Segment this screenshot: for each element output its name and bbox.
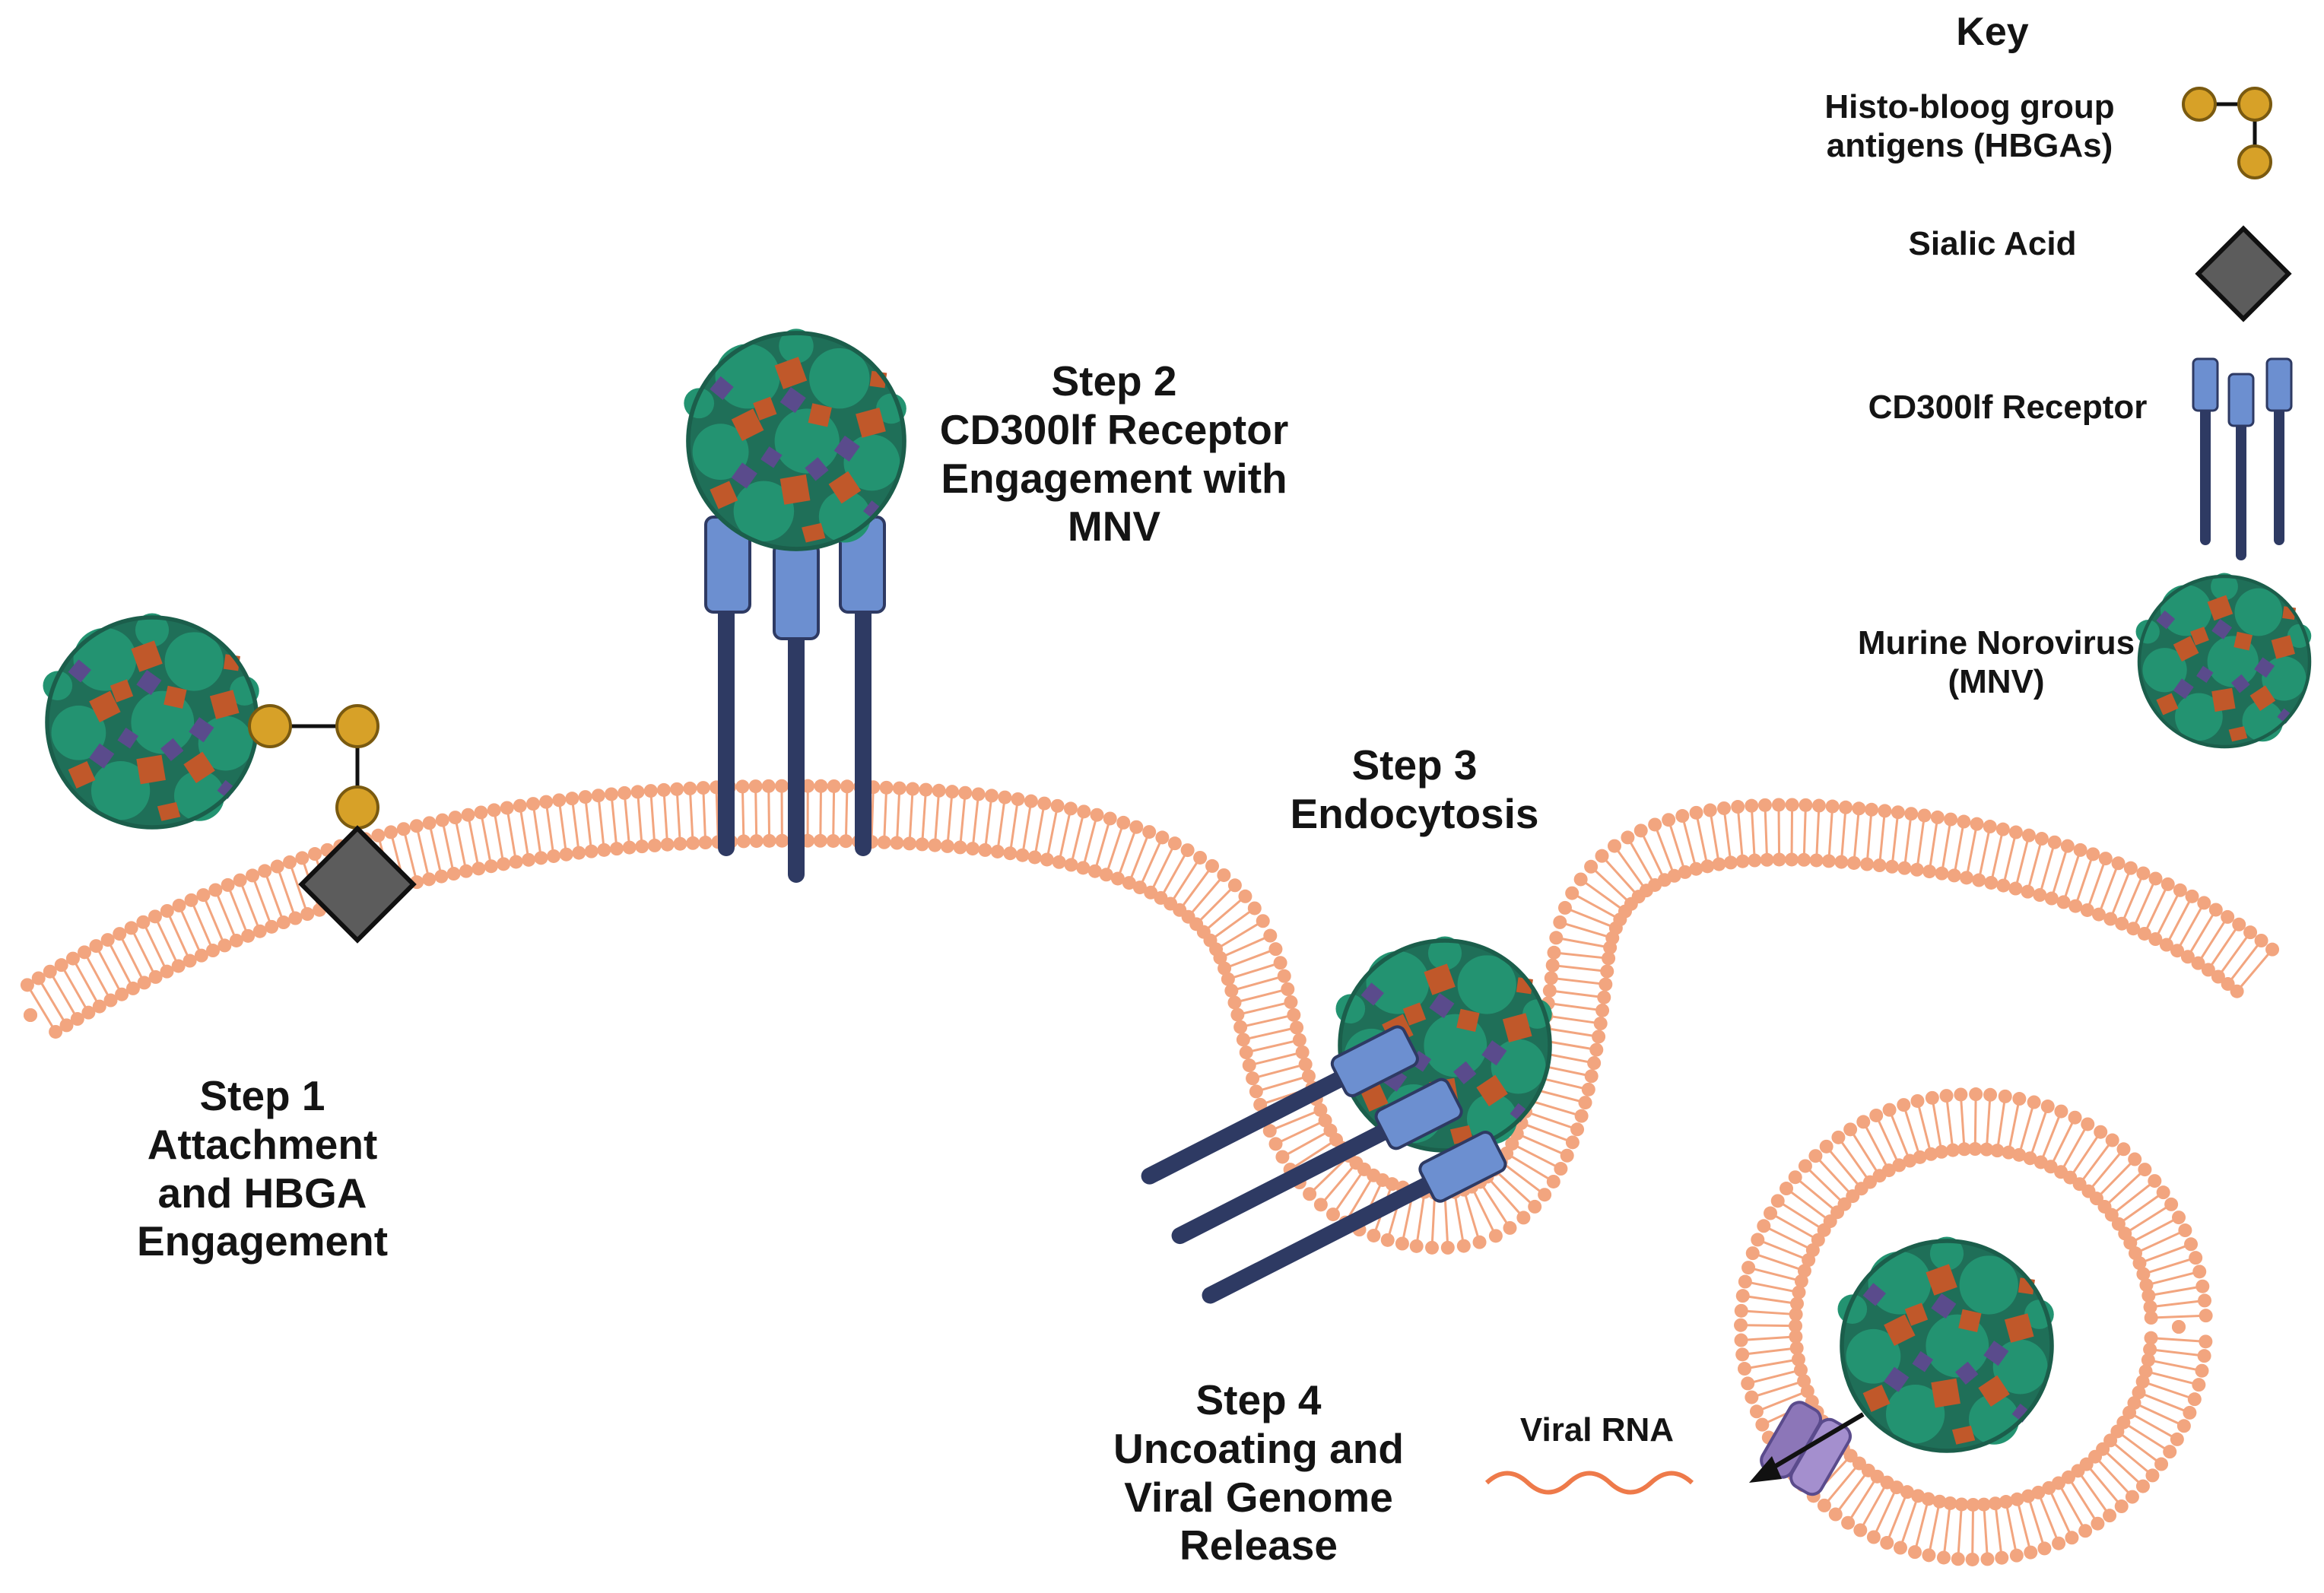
mnv-virion-icon <box>684 328 906 549</box>
hbga-chain-icon <box>248 704 379 830</box>
cd300lf-receptor-group <box>1141 1025 1507 1304</box>
sialic-acid-diamond-icon <box>298 825 417 944</box>
key-sialic-label: Sialic Acid <box>1908 225 2077 262</box>
key-receptor-label: CD300lf Receptor <box>1868 389 2148 426</box>
cell-membrane <box>20 779 2280 1255</box>
viral-rna-label: Viral RNA <box>1519 1411 1675 1449</box>
key-mnv-label: Murine Norovirus(MNV) <box>1857 624 2135 701</box>
viral-rna-wave-icon <box>1484 1471 1694 1495</box>
hbga-chain-icon <box>2182 87 2272 179</box>
cd300lf-receptor-icon <box>2192 357 2293 560</box>
cd300lf-receptor-group <box>704 516 886 883</box>
mnv-virion-icon <box>43 613 259 827</box>
key-title: Key <box>1956 10 2029 54</box>
rna-exit-arrow-icon <box>1749 1412 1865 1483</box>
mnv-virion-icon <box>1837 1236 2053 1451</box>
sialic-acid-diamond-icon <box>2195 225 2292 322</box>
